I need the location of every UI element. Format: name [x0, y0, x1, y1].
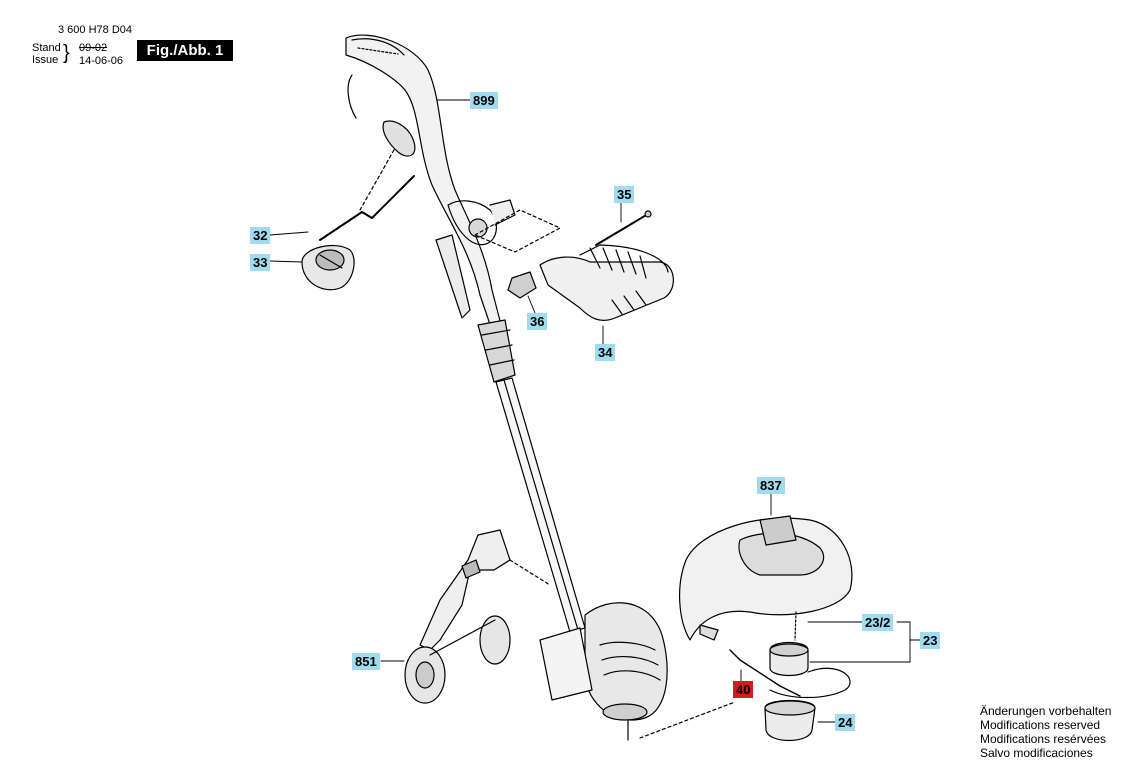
part-tag-33: 33	[250, 254, 271, 271]
note-es: Salvo modificaciones	[980, 746, 1093, 760]
part-tag-23: 23	[920, 632, 941, 649]
issue-label: Issue	[32, 54, 59, 66]
motor-housing	[539, 602, 736, 741]
edge-wheel-assembly	[404, 529, 551, 704]
note-fr: Modifications resérvées	[980, 732, 1107, 746]
brace-icon: }	[63, 42, 70, 64]
guard	[679, 515, 853, 641]
part-tag-35: 35	[614, 186, 635, 203]
part-tag-36: 36	[527, 313, 548, 330]
issue-date: 14-06-06	[79, 55, 124, 67]
part-tag-23-2: 23/2	[862, 614, 894, 631]
stand-label: Stand	[32, 42, 61, 54]
part-tag-40: 40	[733, 681, 754, 698]
part-tag-899: 899	[470, 92, 498, 109]
document-number: 3 600 H78 D04	[58, 24, 132, 36]
part-tag-34: 34	[595, 344, 616, 361]
part-tag-32: 32	[250, 227, 271, 244]
modifications-notice: Änderungen vorbehalten Modifications res…	[980, 704, 1111, 760]
note-en: Modifications reserved	[980, 718, 1101, 732]
trimmer-handle-shaft	[345, 34, 586, 633]
spool-parts	[729, 611, 851, 741]
stand-date: 09-02	[79, 42, 108, 54]
leader-lines	[269, 99, 921, 723]
clip-and-cap	[301, 149, 415, 291]
part-tag-837: 837	[757, 477, 785, 494]
part-tag-24: 24	[835, 714, 856, 731]
auxiliary-handle	[474, 209, 674, 321]
note-de: Änderungen vorbehalten	[980, 704, 1112, 718]
figure-label: Fig./Abb. 1	[137, 40, 233, 61]
part-tag-851: 851	[352, 653, 380, 670]
